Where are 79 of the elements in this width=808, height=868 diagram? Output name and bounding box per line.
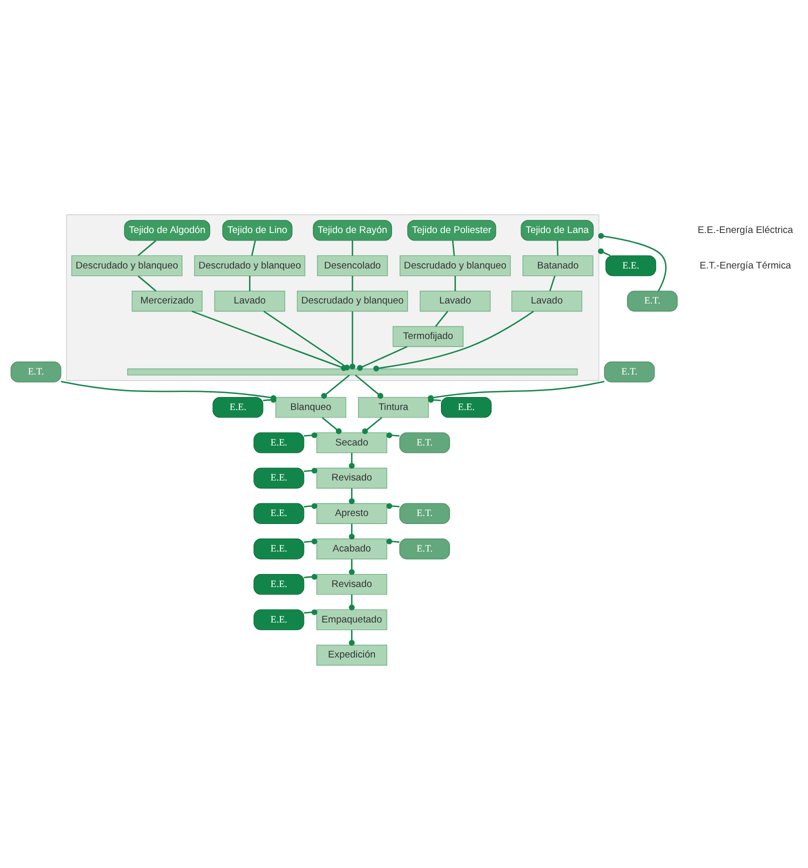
node-box: Tejido de Rayón <box>312 220 392 241</box>
node-box: E.T. <box>604 362 655 382</box>
node-box: Apresto <box>316 503 388 524</box>
node-box: E.E. <box>254 538 304 560</box>
node-box: Descrudado y blanqueo <box>296 290 408 312</box>
node-box: Lavado <box>511 290 582 312</box>
node-box: E.E. <box>254 574 304 595</box>
node-box: Tejido de Poliester <box>407 220 496 241</box>
connector <box>304 609 318 616</box>
node-box: Expedición <box>316 644 388 666</box>
connector <box>556 240 558 256</box>
connector <box>348 594 355 610</box>
node-box: E.E. <box>440 396 492 418</box>
node-box: Tintura <box>358 396 429 418</box>
connector <box>598 248 611 256</box>
node-box: Tejido de Algodón <box>124 220 210 241</box>
connector <box>352 276 354 292</box>
node-box: Empaquetado <box>316 609 388 630</box>
node-box: Revisado <box>316 574 388 595</box>
node-box: E.E. <box>254 432 304 454</box>
node-box: E.T. <box>626 290 678 312</box>
cluster <box>66 214 600 381</box>
node-box: Batanado <box>522 255 594 276</box>
connector <box>386 538 400 544</box>
node-box: Descrudado y blanqueo <box>71 255 182 276</box>
node-box: Revisado <box>316 468 388 489</box>
connector <box>304 538 318 544</box>
node-box: E.E. <box>212 396 264 418</box>
connector <box>138 240 156 256</box>
connector <box>354 374 384 399</box>
node-box: E.T. <box>10 362 62 382</box>
label: E.E.-Energía Eléctrica <box>698 224 794 236</box>
node-box: Desencolado <box>317 255 388 276</box>
connector <box>386 503 400 509</box>
connector <box>348 630 355 646</box>
connector <box>386 432 400 438</box>
connector <box>304 468 318 474</box>
connector <box>322 417 342 434</box>
node-box: E.T. <box>399 538 450 560</box>
connector <box>304 432 318 438</box>
node-box: Mercerizado <box>132 290 203 312</box>
connector <box>348 559 355 575</box>
connector <box>435 310 448 327</box>
connector <box>352 240 354 256</box>
node-bar <box>127 368 578 376</box>
connector <box>348 524 355 540</box>
connector <box>452 240 455 256</box>
connector <box>348 452 355 469</box>
node-box: Secado <box>316 432 388 454</box>
connector <box>321 374 350 399</box>
node-box: Tejido de Lana <box>520 220 594 241</box>
node-box: E.E. <box>254 503 304 524</box>
node-box: E.E. <box>254 609 304 630</box>
node-box: Tejido de Lino <box>222 220 292 241</box>
connector <box>304 503 318 509</box>
connector <box>251 240 256 256</box>
connector <box>356 346 408 371</box>
node-box: Termofijado <box>392 326 464 347</box>
connector <box>350 312 356 370</box>
node-box: Lavado <box>420 290 491 312</box>
node-box: E.T. <box>399 432 450 454</box>
node-box: E.T. <box>399 503 450 524</box>
node-box: E.E. <box>254 468 304 489</box>
connector <box>598 232 667 292</box>
label: E.T.-Energía Térmica <box>700 260 792 272</box>
node-box: E.E. <box>605 255 656 276</box>
node-box: Lavado <box>214 290 286 312</box>
node-box: Descrudado y blanqueo <box>400 255 511 276</box>
connector <box>348 488 355 504</box>
connector <box>138 275 156 292</box>
connector <box>362 417 382 434</box>
connector <box>454 276 456 292</box>
node-box: Descrudado y blanqueo <box>194 255 306 276</box>
connector <box>249 276 250 292</box>
connector <box>428 380 605 401</box>
connector <box>373 310 534 372</box>
connector <box>549 276 556 292</box>
node-box: Blanqueo <box>275 396 346 418</box>
node-box: Acabado <box>316 538 388 560</box>
